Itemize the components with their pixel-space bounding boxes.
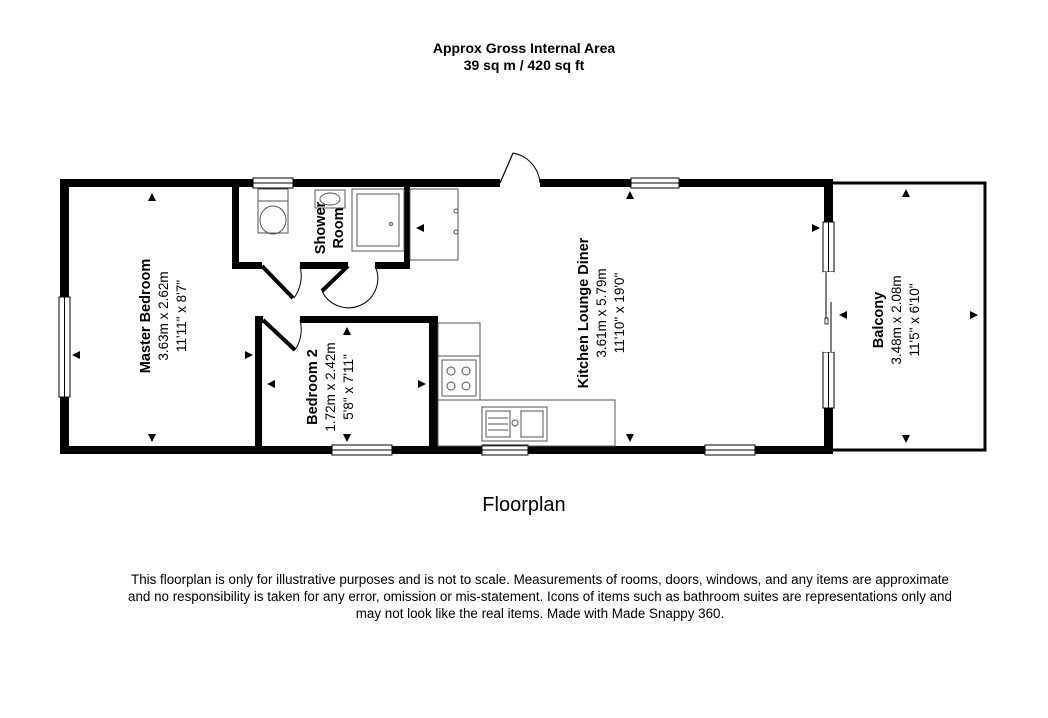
master-bedroom-metric: 3.63m x 2.62m — [156, 271, 171, 360]
kitchen-label: Kitchen Lounge Diner 3.61m x 5.79m 11'10… — [576, 237, 627, 388]
arrow-down-icon — [343, 434, 351, 442]
balcony-name: Balcony — [871, 292, 887, 348]
arrow-left-icon — [72, 351, 80, 359]
floorplan-caption: Floorplan — [482, 494, 566, 516]
bedroom-2-name: Bedroom 2 — [305, 349, 321, 425]
windows — [58, 177, 835, 456]
arrow-left-icon — [267, 380, 275, 388]
gross-internal-area: Approx Gross Internal Area 39 sq m / 420… — [0, 40, 1048, 74]
arrow-right-icon — [970, 311, 978, 319]
balcony-outline — [833, 181, 987, 452]
arrow-up-icon — [902, 189, 910, 197]
master-bedroom-name: Master Bedroom — [138, 259, 154, 373]
arrow-left-icon — [416, 224, 424, 232]
arrow-up-icon — [626, 191, 634, 199]
arrow-down-icon — [148, 434, 156, 442]
kitchen-metric: 3.61m x 5.79m — [594, 268, 609, 357]
arrow-down-icon — [626, 434, 634, 442]
balcony-sliding-door — [823, 272, 834, 352]
shower-room-name-line1: Shower — [313, 201, 329, 254]
kitchen-fixtures — [409, 188, 616, 447]
master-bedroom-label: Master Bedroom 3.63m x 2.62m 11'11" x 8'… — [138, 259, 189, 373]
arrow-right-icon — [418, 380, 426, 388]
disclaimer-line: and no responsibility is taken for any e… — [128, 589, 952, 604]
disclaimer-line: may not look like the real items. Made w… — [355, 606, 725, 621]
balcony-metric: 3.48m x 2.08m — [889, 275, 904, 364]
shower-room-name-line2: Room — [331, 207, 347, 248]
shower-room-label: Shower Room — [313, 201, 347, 254]
arrow-left-icon — [839, 311, 847, 319]
balcony-label: Balcony 3.48m x 2.08m 11'5" x 6'10" — [871, 275, 922, 364]
doors — [260, 152, 541, 352]
kitchen-name: Kitchen Lounge Diner — [576, 237, 592, 388]
arrow-up-icon — [148, 193, 156, 201]
master-bedroom-imperial: 11'11" x 8'7" — [174, 280, 189, 352]
bedroom-2-label: Bedroom 2 1.72m x 2.42m 5'8" x 7'11" — [305, 342, 356, 431]
arrow-right-icon — [245, 351, 253, 359]
bedroom-2-metric: 1.72m x 2.42m — [323, 342, 338, 431]
area-value: 39 sq m / 420 sq ft — [463, 57, 585, 73]
arrow-up-icon — [343, 327, 351, 335]
disclaimer-line: This floorplan is only for illustrative … — [131, 572, 949, 587]
bedroom-2-imperial: 5'8" x 7'11" — [341, 354, 356, 420]
dimension-arrows — [72, 189, 978, 443]
balcony-imperial: 11'5" x 6'10" — [907, 283, 922, 356]
shower-room-fixtures — [257, 188, 405, 252]
interior-walls — [232, 187, 438, 448]
kitchen-imperial: 11'10" x 19'0" — [612, 273, 627, 354]
area-title: Approx Gross Internal Area — [432, 40, 616, 56]
arrow-right-icon — [812, 224, 820, 232]
arrow-down-icon — [902, 435, 910, 443]
disclaimer: This floorplan is only for illustrative … — [110, 571, 970, 622]
